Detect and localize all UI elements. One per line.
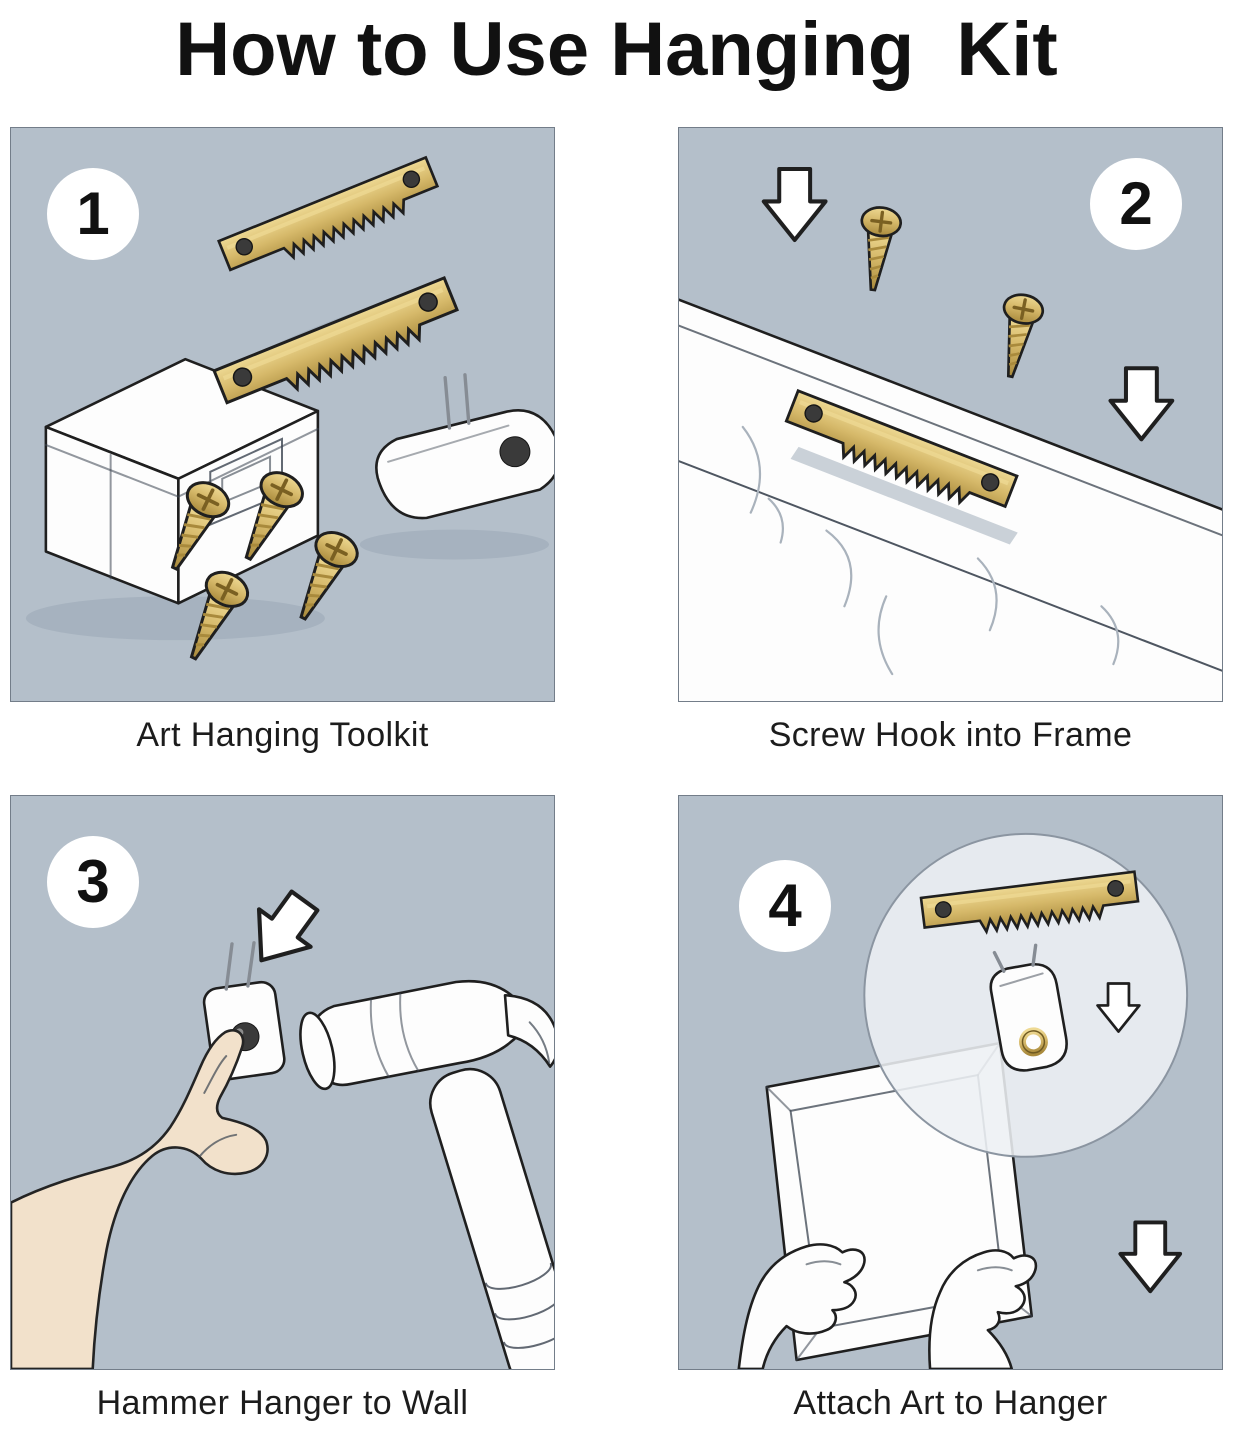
panel-illustration-4: 4 [678,795,1223,1370]
panel-illustration-2: 2 [678,127,1223,702]
hook-shadow [359,529,550,560]
sawtooth-hanger [219,157,442,281]
hand [11,1029,269,1369]
steps-grid: 1 [0,127,1233,1423]
attach-art-illustration [737,832,1189,1369]
step-number-badge: 4 [739,860,831,952]
hand [737,1243,866,1369]
hammer-head [299,979,554,1091]
step-number: 2 [1119,170,1153,237]
step-number-badge: 3 [47,836,139,928]
step-panel-4: 4 [678,795,1223,1423]
step-number-badge: 1 [47,168,139,260]
step-number-badge: 2 [1090,158,1182,250]
step-panel-1: 1 [10,127,555,755]
wall-hook [375,373,554,520]
step-number: 4 [768,872,802,939]
hammer [299,979,554,1369]
step-panel-3: 3 [10,795,555,1423]
panel-illustration-1: 1 [10,127,555,702]
step-caption: Attach Art to Hanger [793,1384,1108,1422]
screw [989,289,1047,382]
step-caption: Screw Hook into Frame [768,716,1133,754]
step-caption: Hammer Hanger to Wall [96,1384,469,1422]
hammer-hanger-illustration [11,796,554,1369]
wall-hook [989,943,1068,1072]
page-title: How to Use Hanging Kit [175,7,1058,92]
box-shadow [25,596,325,641]
arrow-down-icon [764,169,826,240]
step-panel-2: 2 Screw Hook into Frame [678,127,1223,755]
panel-illustration-3: 3 [10,795,555,1370]
toolkit-illustration [25,128,554,670]
picture-frame-bar [679,298,1222,701]
arrow-down-icon [1118,1220,1183,1294]
screw [851,203,905,294]
screw-into-frame-illustration [679,128,1222,701]
hammer-handle [429,1067,554,1369]
step-caption: Art Hanging Toolkit [136,716,429,754]
step-number: 1 [76,180,110,247]
hanger-shadow [790,446,1018,545]
hand [928,1249,1038,1369]
step-number: 3 [76,848,110,915]
arrow-down-icon [1111,368,1173,439]
